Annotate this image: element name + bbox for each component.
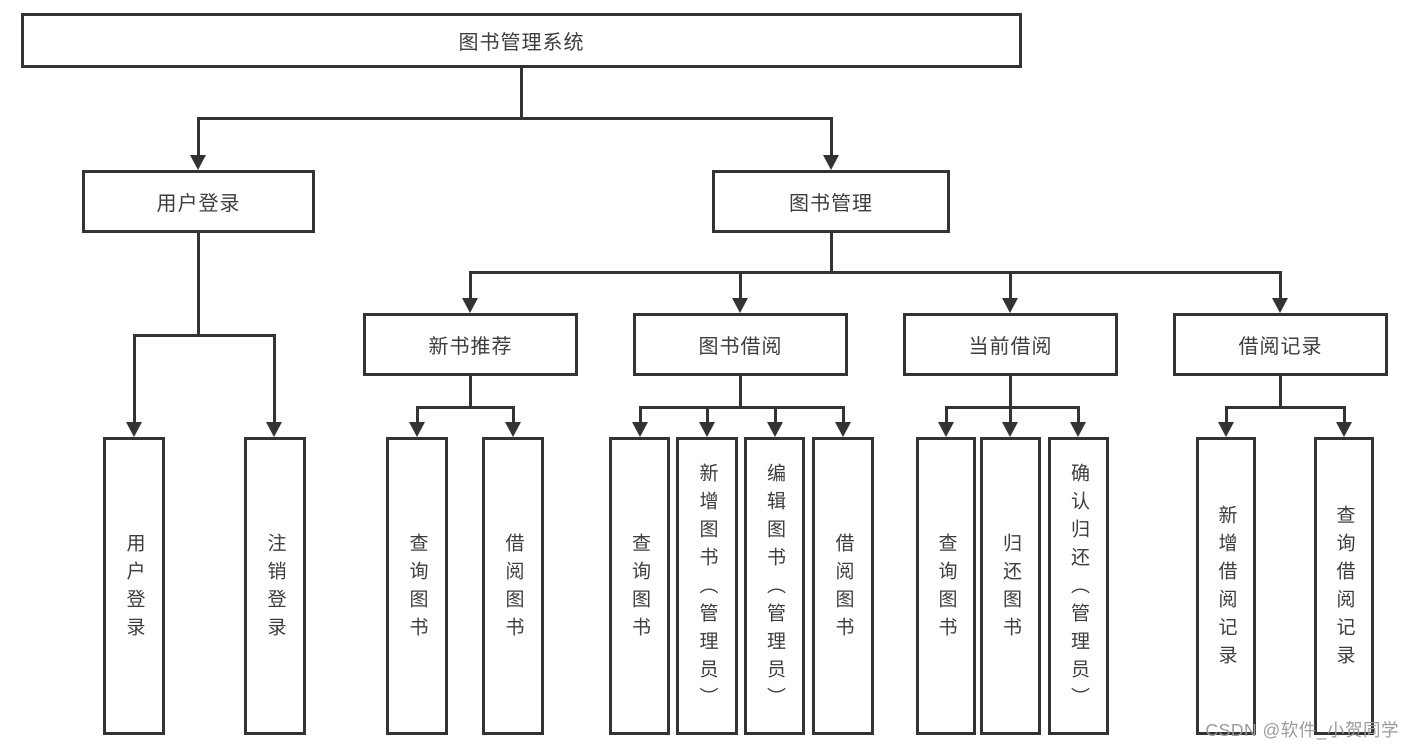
connector-line [133,334,276,337]
arrow-down-icon [462,271,478,313]
arrow-down-icon [1070,406,1086,437]
node-new-book-recommend: 新书推荐 [363,313,578,376]
connector-line [520,68,523,118]
leaf-current-return-book-label: 归还图书 [1000,533,1021,645]
arrow-down-icon [632,406,648,437]
node-current-borrowing: 当前借阅 [903,313,1118,376]
leaf-recommend-query-book-label: 查询图书 [406,533,428,645]
arrow-down-icon [732,271,748,313]
connector-line [739,376,742,409]
arrow-down-icon [409,406,425,437]
leaf-current-return-book: 归还图书 [980,437,1041,735]
node-new-book-recommend-label: 新书推荐 [428,336,513,358]
node-user-login-label: 用户登录 [156,193,241,215]
leaf-user-login: 用户登录 [103,437,165,735]
arrow-down-icon [1272,271,1288,313]
arrow-down-icon [505,406,521,437]
connector-line [416,406,515,409]
leaf-records-add-record: 新增借阅记录 [1196,437,1256,735]
arrow-down-icon [823,117,839,170]
arrow-down-icon [1336,406,1352,437]
node-book-management-label: 图书管理 [789,193,873,215]
leaf-records-query-record: 查询借阅记录 [1314,437,1374,735]
leaf-logout: 注销登录 [244,437,306,735]
connector-line [1009,376,1012,409]
connector-line [469,376,472,409]
connector-line [197,117,832,120]
arrow-down-icon [1002,271,1018,313]
node-borrowing-records-label: 借阅记录 [1238,336,1323,358]
leaf-user-login-label: 用户登录 [123,533,145,645]
arrow-down-icon [835,406,851,437]
connector-line [830,233,833,274]
leaf-borrowing-borrow-book-label: 借阅图书 [832,533,854,645]
leaf-current-confirm-return-admin: 确认归还（管理员） [1048,437,1109,735]
leaf-borrowing-query-book: 查询图书 [609,437,670,735]
arrow-down-icon [1218,406,1234,437]
node-book-management: 图书管理 [712,170,950,233]
leaf-recommend-borrow-book: 借阅图书 [482,437,544,735]
leaf-borrowing-edit-book-admin-label: 编辑图书（管理员） [764,463,785,715]
connector-line [945,406,1080,409]
arrow-down-icon [938,406,954,437]
leaf-borrowing-borrow-book: 借阅图书 [812,437,874,735]
node-root-label: 图书管理系统 [458,32,585,54]
connector-line [639,406,845,409]
leaf-borrowing-query-book-label: 查询图书 [629,533,650,645]
leaf-recommend-borrow-book-label: 借阅图书 [502,533,524,645]
node-user-login: 用户登录 [82,170,315,233]
connector-line [197,233,200,337]
leaf-current-query-book: 查询图书 [916,437,976,735]
arrow-down-icon [190,117,206,170]
arrow-down-icon [266,334,282,437]
node-root-system: 图书管理系统 [21,13,1022,68]
connector-line [469,271,1282,274]
arrow-down-icon [699,406,715,437]
leaf-recommend-query-book: 查询图书 [386,437,448,735]
connector-line [1225,406,1346,409]
arrow-down-icon [767,406,783,437]
leaf-borrowing-add-book-admin: 新增图书（管理员） [676,437,738,735]
leaf-current-query-book-label: 查询图书 [935,533,957,645]
node-current-borrowing-label: 当前借阅 [968,336,1053,358]
leaf-records-add-record-label: 新增借阅记录 [1215,505,1237,673]
leaf-logout-label: 注销登录 [264,533,286,645]
leaf-current-confirm-return-admin-label: 确认归还（管理员） [1068,463,1089,715]
node-book-borrowing: 图书借阅 [633,313,848,376]
connector-line [1279,376,1282,409]
leaf-borrowing-add-book-admin-label: 新增图书（管理员） [696,463,718,715]
arrow-down-icon [1002,406,1018,437]
csdn-watermark: CSDN @软件_小贺同学 [1205,720,1399,740]
leaf-records-query-record-label: 查询借阅记录 [1333,505,1355,673]
node-borrowing-records: 借阅记录 [1173,313,1388,376]
arrow-down-icon [126,334,142,437]
node-book-borrowing-label: 图书借阅 [698,336,783,358]
leaf-borrowing-edit-book-admin: 编辑图书（管理员） [744,437,805,735]
